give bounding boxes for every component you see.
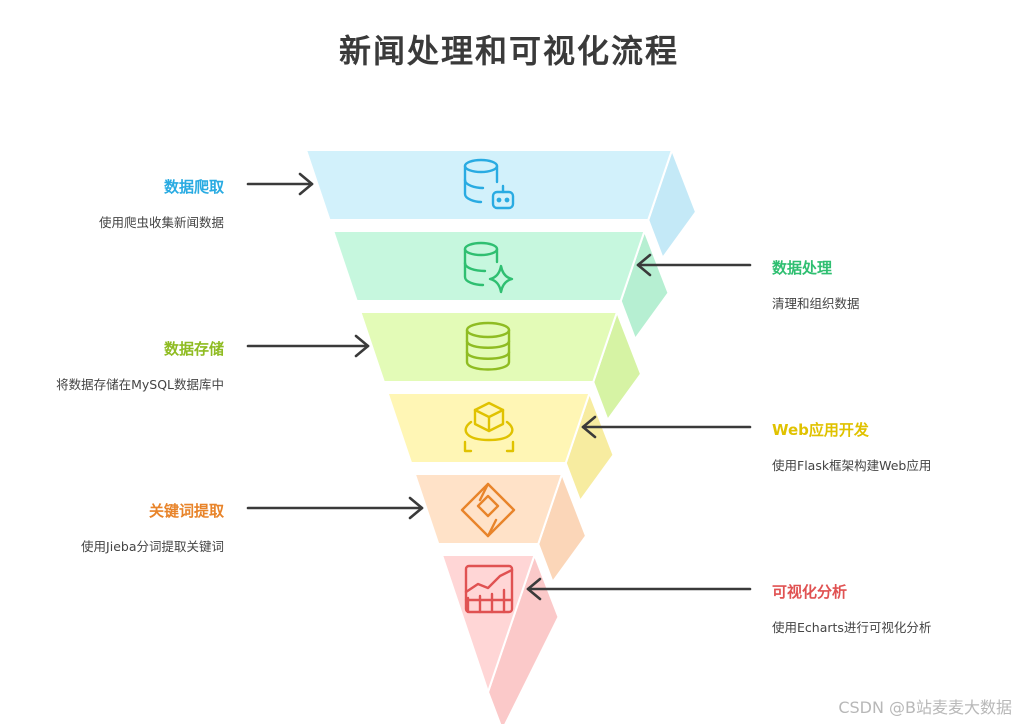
funnel-layer-5 — [413, 473, 564, 545]
stage-2-label: 数据处理 — [772, 259, 833, 277]
connector-arrows — [246, 172, 752, 601]
stage-5-desc: 使用Jieba分词提取关键词 — [81, 539, 224, 554]
funnel-layer-2 — [331, 230, 646, 302]
arrow-1 — [246, 172, 314, 196]
diamond-tag-icon — [460, 482, 516, 538]
arrow-3 — [246, 334, 370, 358]
stage-5-label: 关键词提取 — [148, 502, 224, 520]
funnel-layer-1 — [304, 149, 674, 221]
watermark: CSDN @B站麦麦大数据 — [838, 698, 1012, 717]
stage-6-label: 可视化分析 — [772, 583, 848, 601]
stage-4-desc: 使用Flask框架构建Web应用 — [772, 458, 932, 473]
arrow-5 — [246, 496, 424, 520]
arrow-2 — [636, 253, 752, 277]
page-title: 新闻处理和可视化流程 — [338, 32, 679, 70]
database-icon — [465, 321, 511, 371]
database-robot-icon — [463, 158, 515, 210]
database-sparkle-icon — [463, 241, 514, 294]
stage-1-desc: 使用爬虫收集新闻数据 — [98, 215, 224, 230]
stage-4-label: Web应用开发 — [772, 421, 869, 439]
stage-3-desc: 将数据存储在MySQL数据库中 — [56, 377, 224, 392]
stage-1-label: 数据爬取 — [163, 178, 224, 196]
stage-2-desc: 清理和组织数据 — [772, 296, 860, 311]
chart-grid-icon — [464, 564, 514, 614]
stage-6-desc: 使用Echarts进行可视化分析 — [772, 620, 932, 635]
cube-platform-icon — [463, 401, 515, 453]
funnel-front-faces — [304, 149, 674, 696]
stage-3-label: 数据存储 — [163, 340, 224, 358]
arrow-4 — [581, 415, 752, 439]
arrow-6 — [526, 577, 752, 601]
